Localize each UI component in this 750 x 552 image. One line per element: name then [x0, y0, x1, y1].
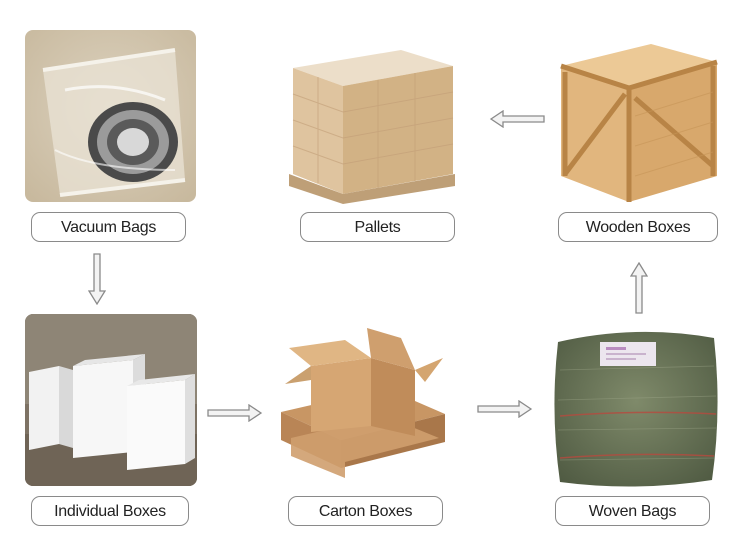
- carton-boxes-image: [275, 318, 451, 490]
- woven-bags-label: Woven Bags: [555, 496, 710, 526]
- vacuum-bags-label: Vacuum Bags: [31, 212, 186, 242]
- arrow-up-icon: [630, 262, 648, 314]
- individual-boxes-label: Individual Boxes: [31, 496, 189, 526]
- woven-bag-image: [548, 320, 724, 492]
- arrow-right-icon: [207, 404, 263, 422]
- wooden-box-image: [553, 36, 723, 206]
- pallets-label: Pallets: [300, 212, 455, 242]
- carton-boxes-label: Carton Boxes: [288, 496, 443, 526]
- arrow-left-icon: [489, 110, 545, 128]
- arrow-right-icon: [477, 400, 533, 418]
- individual-boxes-image: [25, 314, 197, 486]
- arrow-down-icon: [88, 253, 106, 305]
- pallets-image: [283, 36, 459, 204]
- vacuum-bag-image: [25, 30, 196, 202]
- wooden-boxes-label: Wooden Boxes: [558, 212, 718, 242]
